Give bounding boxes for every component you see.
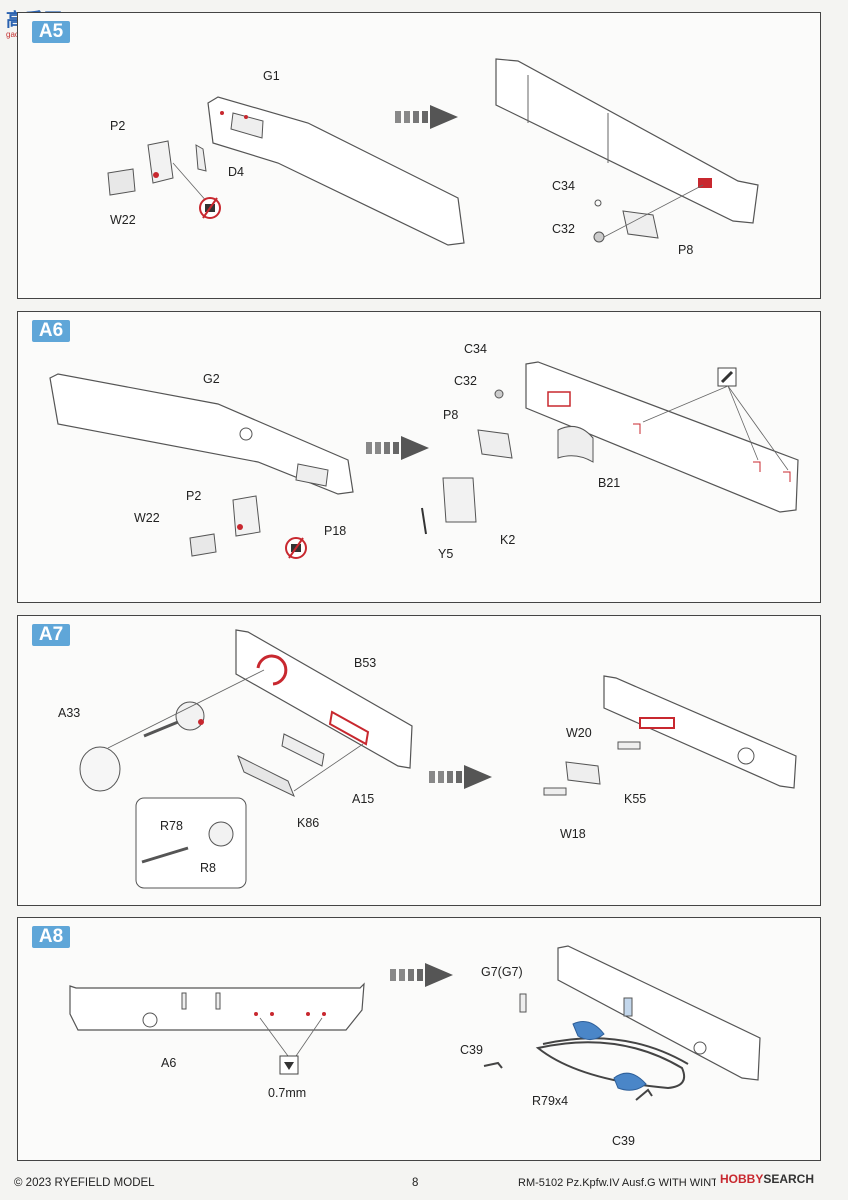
proceed-arrow-icon: [429, 765, 492, 789]
proceed-arrow-icon: [390, 963, 453, 987]
part-label: D4: [228, 165, 244, 179]
step-badge: A8: [32, 926, 70, 948]
credit-brand: HOBBY: [720, 1172, 764, 1186]
part-label: W18: [560, 827, 586, 841]
part-label: R78: [160, 819, 183, 833]
part-label: P2: [110, 119, 126, 133]
credit-search: SEARCH: [763, 1172, 815, 1186]
part-label: P8: [678, 243, 694, 257]
page-number: 8: [412, 1177, 419, 1189]
proceed-arrow-icon: [395, 105, 458, 129]
part-label: B21: [598, 476, 621, 490]
part-label: C34: [552, 179, 575, 193]
part-label: C39: [460, 1043, 483, 1057]
part-label: R79x4: [532, 1094, 569, 1108]
part-label: C39: [612, 1134, 635, 1148]
part-label: A33: [58, 706, 81, 720]
step-badge: A6: [32, 320, 70, 342]
part-label: B53: [354, 656, 377, 670]
step-panel-a8: A8 A6 0.7mm G7(G7) C39 R79x4 C39: [17, 917, 821, 1161]
hobbysearch-credit: HOBBYSEARCH: [716, 1172, 819, 1186]
step-panel-a5: A5 G1 P2 D4 W22 C34 C32 P8: [17, 12, 821, 299]
part-label: Y5: [438, 547, 454, 561]
part-label: A6: [161, 1056, 177, 1070]
drill-size-label: 0.7mm: [268, 1086, 307, 1100]
part-label: G2: [203, 372, 220, 386]
part-label: A15: [352, 792, 375, 806]
part-label: G7(G7): [481, 965, 523, 979]
part-label: K55: [624, 792, 647, 806]
assembly-diagram: [49, 361, 799, 559]
step-badge: A7: [32, 624, 70, 646]
part-label: C34: [464, 342, 487, 356]
part-label: W22: [134, 511, 160, 525]
part-label: P8: [443, 408, 459, 422]
part-label: W20: [566, 726, 592, 740]
assembly-diagram: [69, 945, 761, 1101]
step-panel-a6: A6 G2 C34 C32 P8 P2 W22 P18: [17, 311, 821, 603]
step-panel-a7: A7 B53 A33 A15 K86 R78 R8 W20 K55 W18: [17, 615, 821, 906]
part-label: C32: [552, 222, 575, 236]
proceed-arrow-icon: [366, 436, 429, 460]
part-label: G1: [263, 69, 280, 83]
part-label: K2: [500, 533, 516, 547]
part-label: P18: [324, 524, 347, 538]
step-badge: A5: [32, 21, 70, 43]
part-label: K86: [297, 816, 320, 830]
assembly-diagram: [107, 58, 759, 246]
assembly-diagram: [79, 629, 797, 889]
part-label: P2: [186, 489, 202, 503]
part-label: C32: [454, 374, 477, 388]
copyright-text: © 2023 RYEFIELD MODEL: [14, 1177, 155, 1189]
part-label: W22: [110, 213, 136, 227]
part-label: R8: [200, 861, 216, 875]
product-title: RM-5102 Pz.Kpfw.IV Ausf.G WITH WINTERKET…: [518, 1177, 777, 1189]
